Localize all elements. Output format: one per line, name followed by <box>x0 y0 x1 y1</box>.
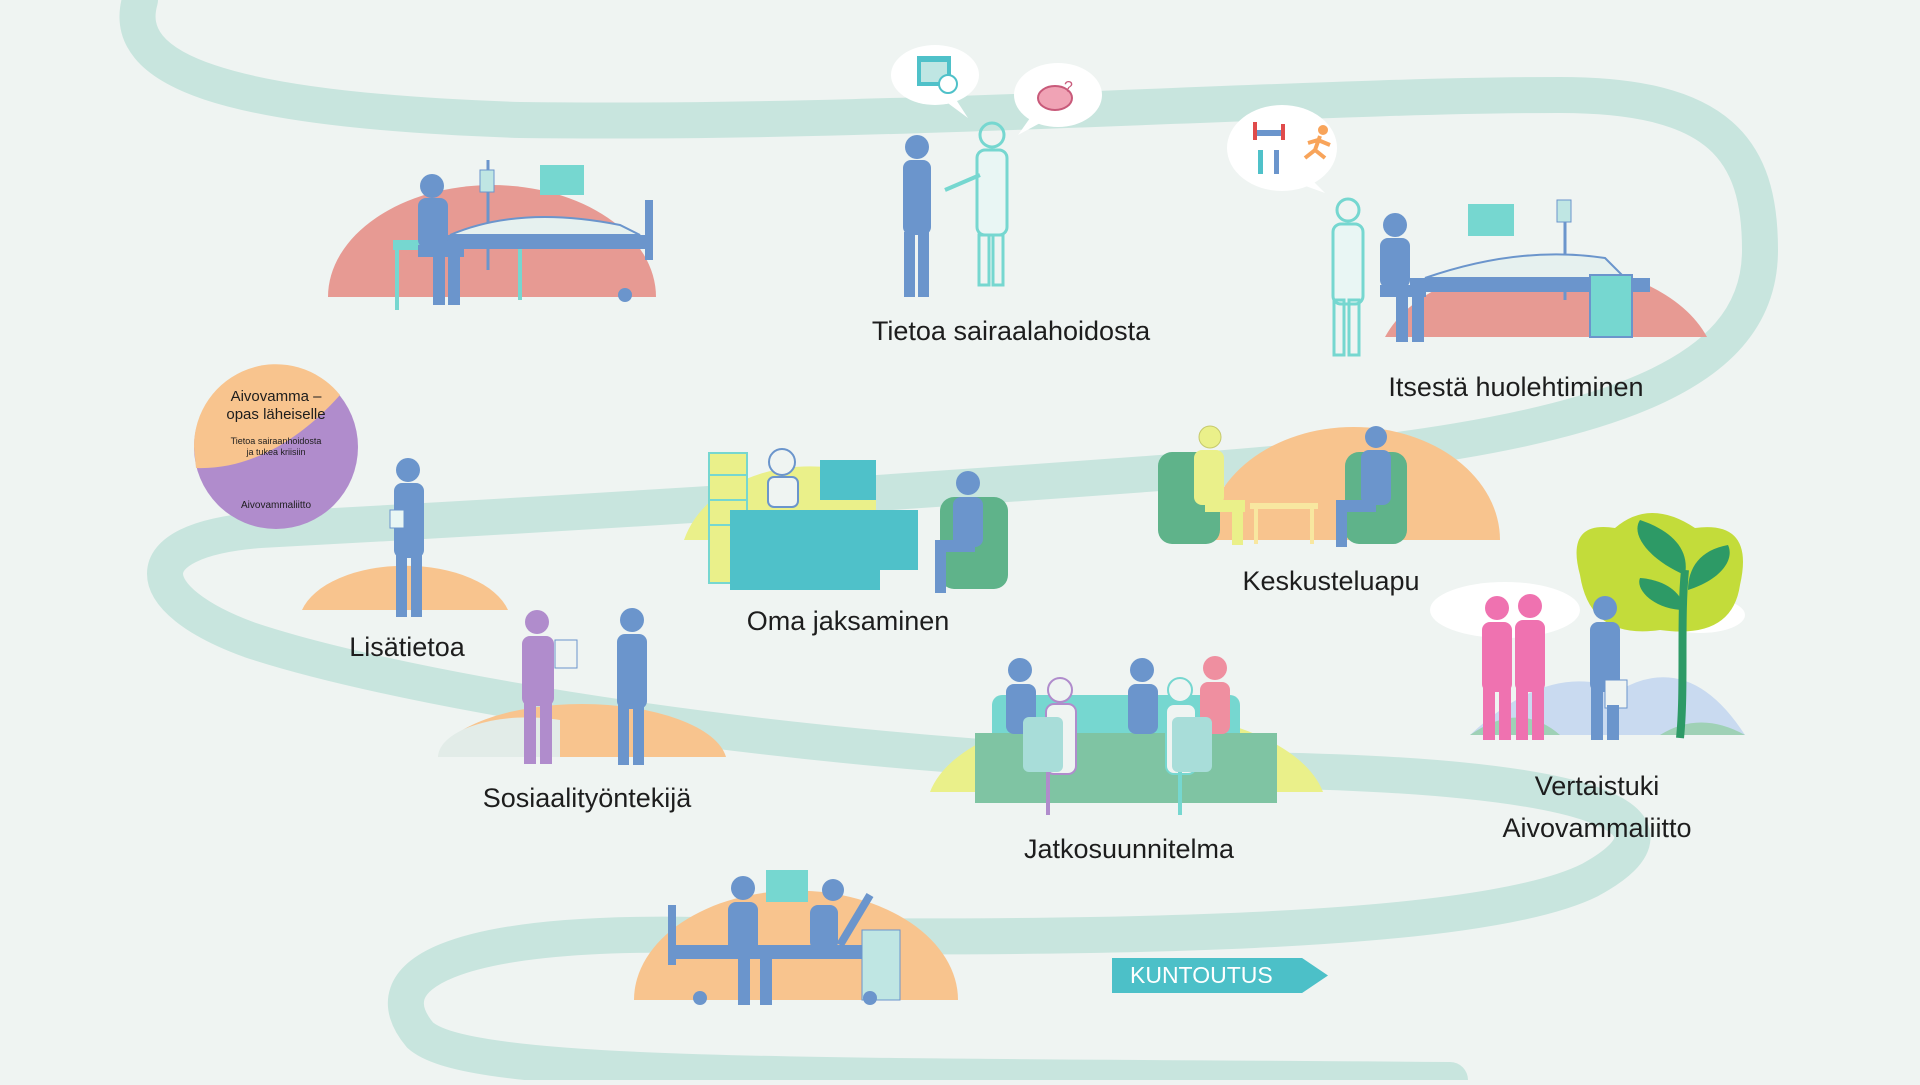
counselling-scene <box>1158 425 1500 547</box>
hospital-bed-icon <box>1253 122 1285 140</box>
self-care-scene <box>1227 105 1707 357</box>
label-keskusteluapu: Keskusteluapu <box>1242 566 1420 596</box>
kuntoutus-arrow-label: KUNTOUTUS <box>1112 958 1328 993</box>
coping-scene <box>684 448 1008 593</box>
booklet-subtitle-line1: Tietoa sairaanhoidosta <box>230 436 322 446</box>
booklet-title-line1: Aivovamma – <box>230 388 322 405</box>
leaf-icon <box>1637 520 1686 575</box>
calendar-clock-icon <box>917 56 958 94</box>
label-sosiaalityontekija: Sosiaalityöntekijä <box>482 783 692 813</box>
booklet-subtitle: Tietoa sairaanhoidosta ja tukea kriisiin <box>231 436 322 458</box>
care-path <box>119 0 1779 1085</box>
label-jatkosuunnitelma: Jatkosuunnitelma <box>1023 834 1235 864</box>
planning-meeting-scene <box>930 656 1323 815</box>
label-vertaistuki: Vertaistuki <box>1534 771 1660 801</box>
booklet-publisher: Aivovammaliitto <box>240 500 312 511</box>
label-itsesta-huolehtiminen: Itsestä huolehtiminen <box>1388 372 1644 402</box>
label-tietoa-sairaalahoidosta: Tietoa sairaalahoidosta <box>871 316 1151 346</box>
drip-bottle-icon <box>1258 150 1279 174</box>
label-lisatietoa: Lisätietoa <box>349 632 465 662</box>
running-person-icon <box>1303 125 1331 160</box>
svg-text:?: ? <box>1064 79 1073 96</box>
info-scene <box>193 364 508 617</box>
nurse-conversation-scene: ? <box>891 45 1102 297</box>
label-aivovammaliitto: Aivovammaliitto <box>1502 813 1692 843</box>
booklet-badge <box>193 364 358 529</box>
social-worker-scene <box>438 608 726 765</box>
tree <box>1576 513 1743 739</box>
peer-support-scene <box>1430 513 1745 740</box>
booklet-title-line2: opas läheiselle <box>226 406 326 423</box>
booklet-title: Aivovamma – opas läheiselle <box>226 388 325 424</box>
hospital-bed-scene <box>328 160 656 310</box>
brain-question-icon: ? <box>1037 79 1073 111</box>
booklet-subtitle-line2: ja tukea kriisiin <box>246 447 306 457</box>
rehab-bed-scene <box>634 870 958 1005</box>
label-oma-jaksaminen: Oma jaksaminen <box>746 606 950 636</box>
